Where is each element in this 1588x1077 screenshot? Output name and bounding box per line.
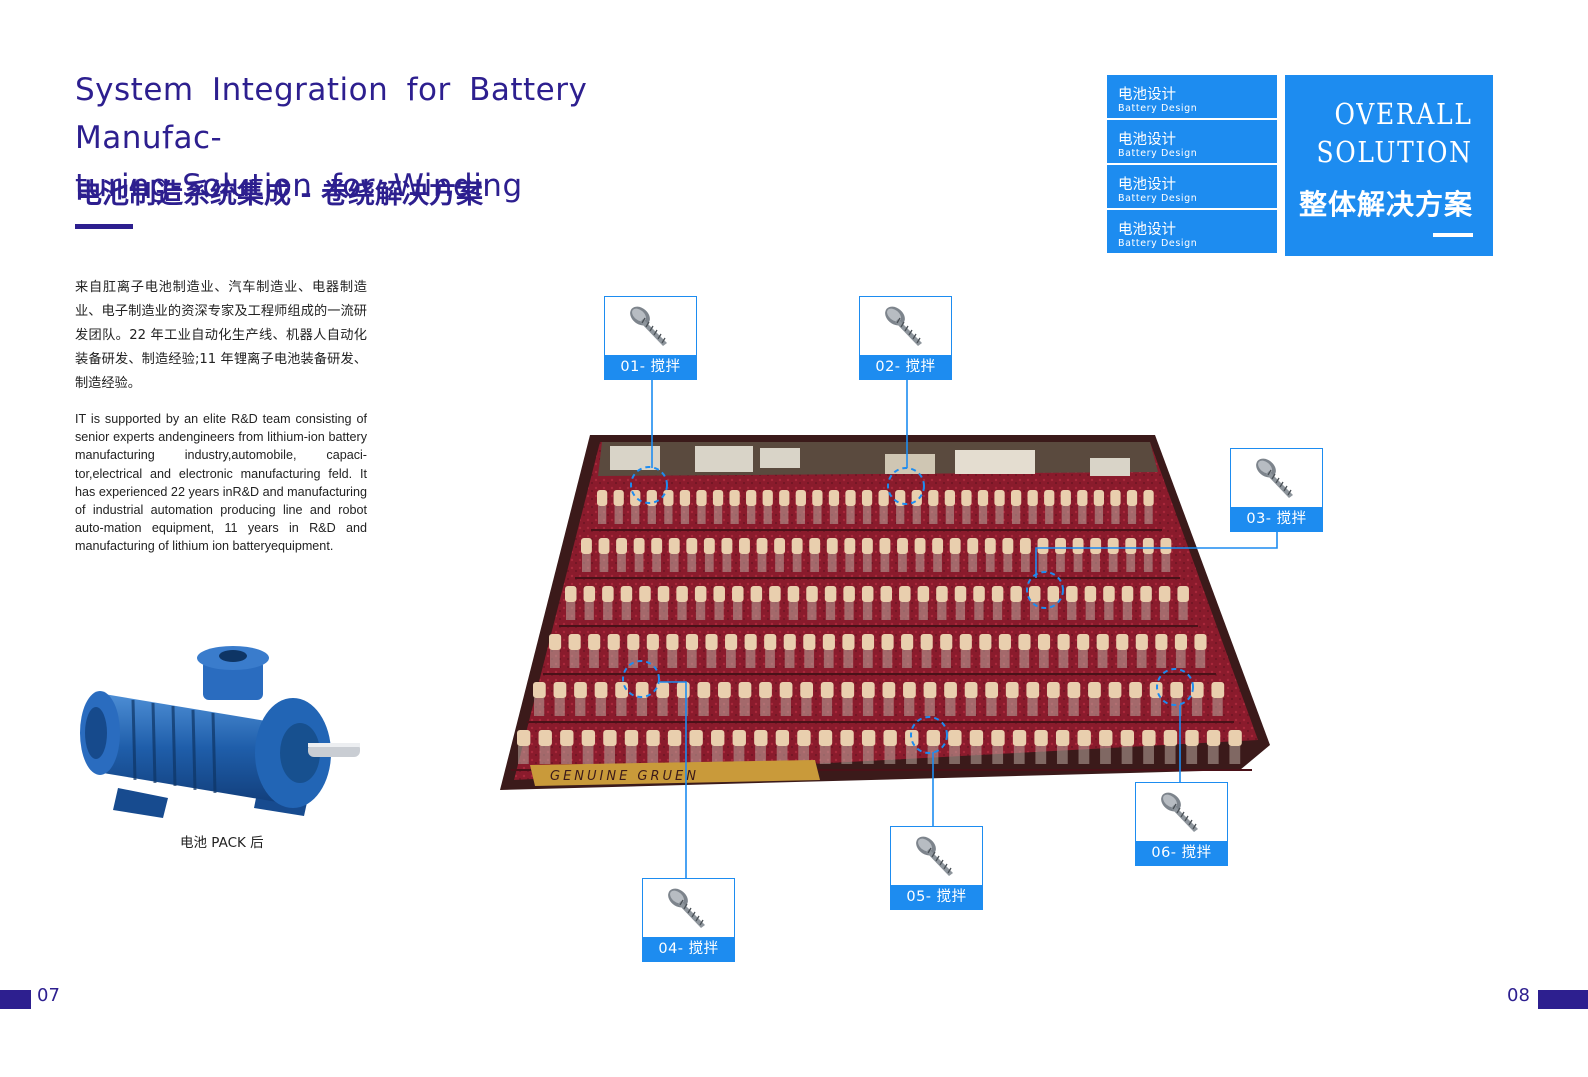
callout-01[interactable]: 01- 搅拌: [604, 296, 697, 380]
title-en-line2: turing-Solution for Winding: [75, 168, 523, 204]
menu-item-label-en: Battery Design: [1118, 193, 1198, 204]
menu-item-battery-design-3[interactable]: 电池设计 Battery Design: [1107, 165, 1277, 208]
callout-06[interactable]: 06- 搅拌: [1135, 782, 1228, 866]
overall-solution-panel: OVERALL SOLUTION 整体解决方案: [1285, 75, 1493, 256]
title-underline: [75, 224, 133, 229]
callout-label: 05- 搅拌: [891, 885, 982, 909]
screw-icon: [627, 303, 675, 351]
menu-item-label-zh: 电池设计: [1118, 87, 1176, 103]
overall-line1: OVERALL: [1334, 97, 1473, 131]
screw-icon: [882, 303, 930, 351]
callout-05[interactable]: 05- 搅拌: [890, 826, 983, 910]
overall-zh: 整体解决方案: [1298, 188, 1473, 221]
menu-item-label-en: Battery Design: [1118, 103, 1198, 114]
callout-label: 06- 搅拌: [1136, 841, 1227, 865]
screw-icon: [1253, 455, 1301, 503]
callout-label: 04- 搅拌: [643, 937, 734, 961]
menu-item-battery-design-2[interactable]: 电池设计 Battery Design: [1107, 120, 1277, 163]
screw-icon: [913, 833, 961, 881]
overall-line2: SOLUTION: [1316, 135, 1473, 169]
section-menu: 电池设计 Battery Design 电池设计 Battery Design …: [1107, 75, 1277, 255]
menu-item-battery-design-4[interactable]: 电池设计 Battery Design: [1107, 210, 1277, 253]
pump-image: [80, 646, 360, 818]
intro-paragraph-en: IT is supported by an elite R&D team con…: [75, 412, 367, 554]
screw-icon: [665, 885, 713, 933]
screw-icon: [1158, 789, 1206, 837]
callout-03[interactable]: 03- 搅拌: [1230, 448, 1323, 532]
menu-item-label-zh: 电池设计: [1118, 132, 1176, 148]
menu-item-label-zh: 电池设计: [1118, 177, 1176, 193]
intro-paragraph-zh: 来自肛离子电池制造业、汽车制造业、电器制造业、电子制造业的资深专家及工程师组成的…: [75, 280, 367, 391]
page-marker-left: [0, 990, 31, 1009]
menu-item-label-en: Battery Design: [1118, 148, 1198, 159]
callout-label: 03- 搅拌: [1231, 507, 1322, 531]
page-number-right: 08: [1507, 985, 1530, 1006]
overall-underline: [1433, 233, 1473, 237]
title-en-line1: System Integration for Battery Manufac-: [75, 72, 588, 156]
callout-04[interactable]: 04- 搅拌: [642, 878, 735, 962]
callout-02[interactable]: 02- 搅拌: [859, 296, 952, 380]
menu-item-battery-design-1[interactable]: 电池设计 Battery Design: [1107, 75, 1277, 118]
pump-caption: 电池 PACK 后: [180, 835, 264, 851]
page-title-en: System Integration for Battery Manufac- …: [75, 66, 715, 210]
tray-label: GENUINE GRUEN: [550, 769, 699, 784]
page-title-zh: 电池制造系统集成 - 卷绕解决方案: [75, 179, 484, 210]
page-number-left: 07: [37, 985, 60, 1006]
callout-label: 02- 搅拌: [860, 355, 951, 379]
callout-label: 01- 搅拌: [605, 355, 696, 379]
page-marker-right: [1538, 990, 1588, 1009]
menu-item-label-en: Battery Design: [1118, 238, 1198, 249]
sample-tray-image: GENUINE GRUEN: [500, 435, 1270, 790]
menu-item-label-zh: 电池设计: [1118, 222, 1176, 238]
